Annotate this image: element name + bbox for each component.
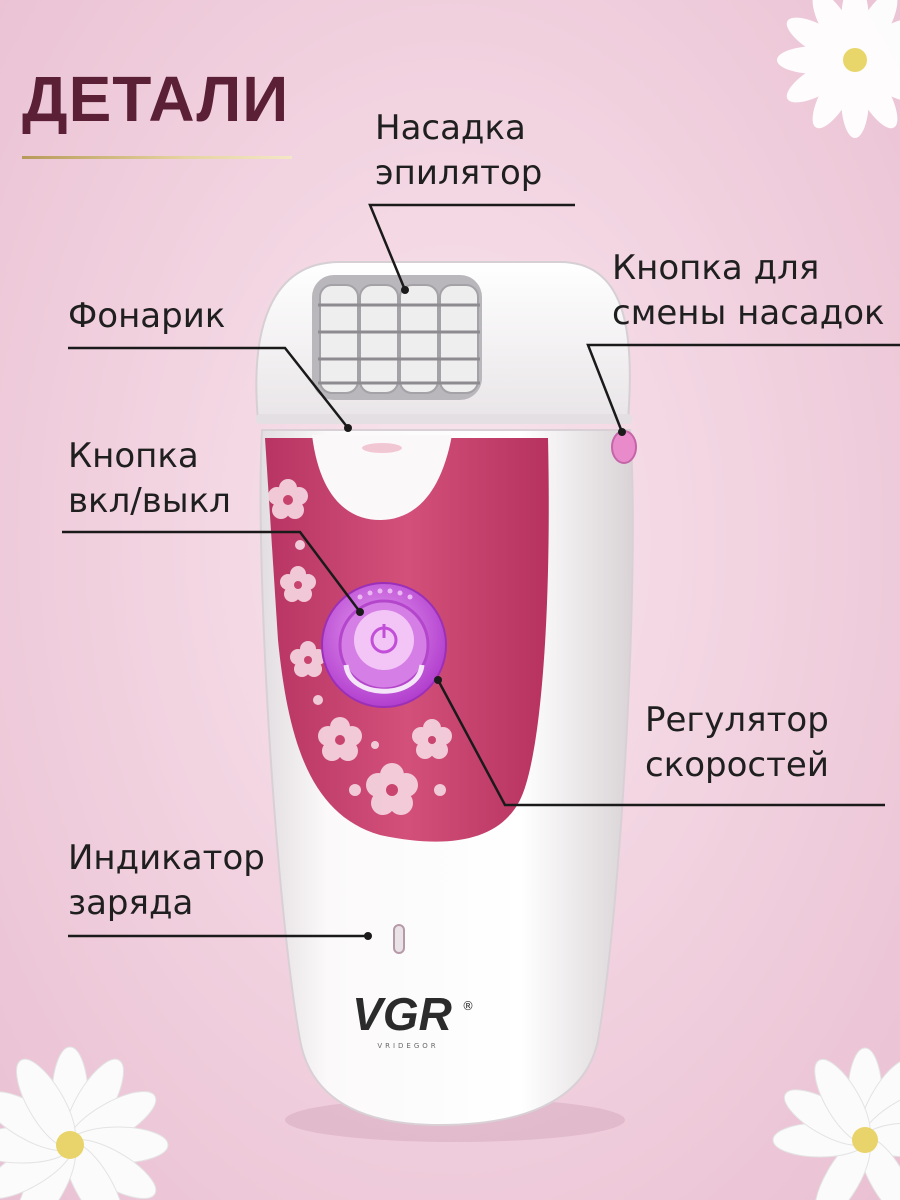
flashlight-lens [362,443,402,453]
page-title: ДЕТАЛИ [22,63,290,135]
flower-pattern [268,479,452,815]
brand-subtitle: VRIDEGOR [377,1042,438,1050]
callout-flashlight-line1: Фонарик [68,296,226,336]
daisy-decoration-top-right [777,0,900,138]
callout-switch-button-line2: смены насадок [612,293,885,333]
callout-charge-indicator-line2: заряда [68,883,194,923]
callout-charge-indicator: Индикатор заряда [68,836,265,926]
callout-switch-button: Кнопка для смены насадок [612,246,885,336]
leader-speed-regulator [436,679,885,807]
daisy-decoration-bottom-right [772,1047,900,1200]
leader-switch-button [586,343,900,433]
callout-speed-regulator-line2: скоростей [645,745,829,785]
callout-nozzle: Насадка эпилятор [375,106,542,196]
callout-switch-button-line1: Кнопка для [612,248,820,288]
callout-power-button: Кнопка вкл/выкл [68,434,231,524]
tweezer-rollers [312,275,482,400]
daisy-decoration-bottom-left [0,1046,169,1200]
leader-flashlight [68,346,349,429]
callout-nozzle-line1: Насадка [375,108,526,148]
callout-power-button-line2: вкл/выкл [68,481,231,521]
callout-charge-indicator-line1: Индикатор [68,838,265,878]
leader-nozzle [368,203,575,291]
callout-nozzle-line2: эпилятор [375,153,543,193]
charge-indicator-led [393,924,405,954]
title-underline [22,156,292,159]
power-button-assembly [321,582,447,708]
brand-logo: VGR [352,988,452,1040]
callout-power-button-line1: Кнопка [68,436,199,476]
brand-registered-mark: ® [462,999,474,1013]
callout-speed-regulator-line1: Регулятор [645,700,829,740]
leader-power-button [62,530,361,613]
callout-flashlight: Фонарик [68,294,225,339]
callout-speed-regulator: Регулятор скоростей [645,698,829,788]
